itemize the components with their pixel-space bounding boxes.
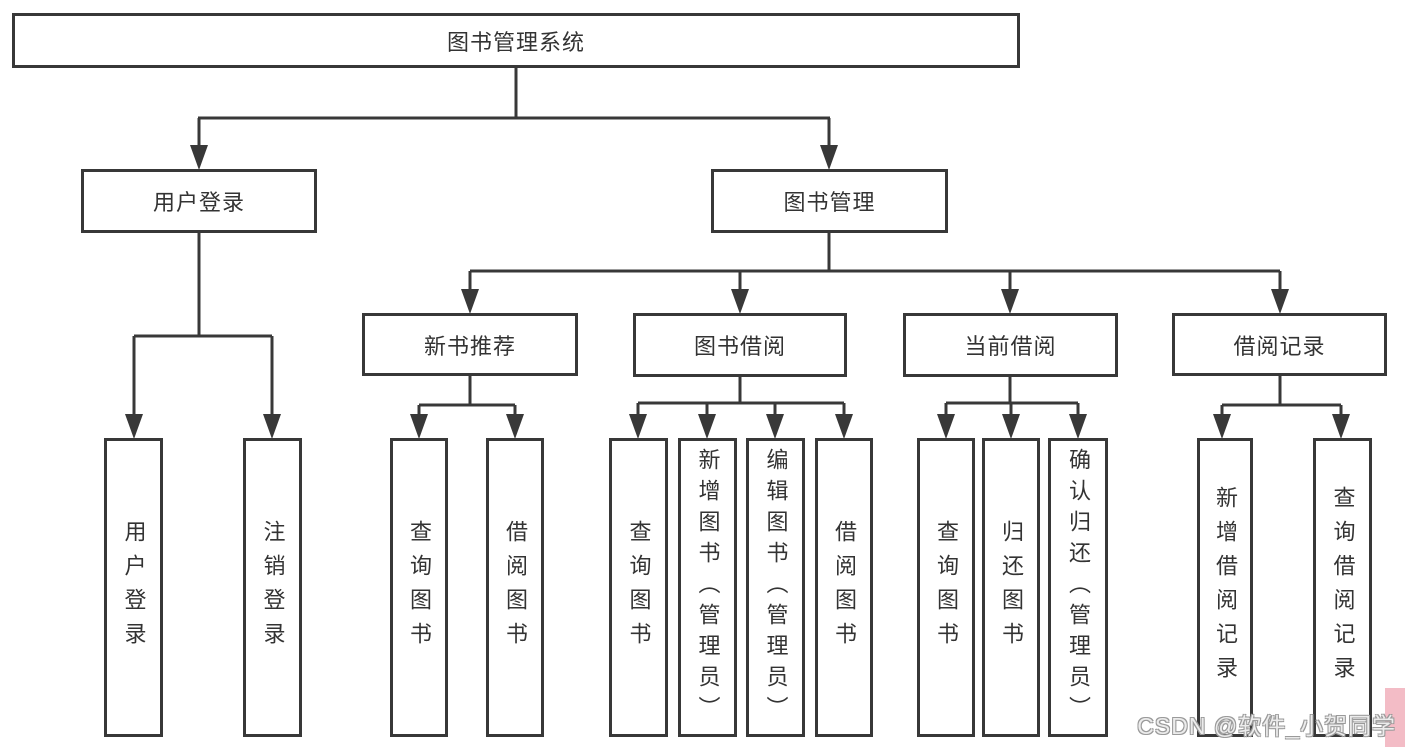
leaf-nb-borrow-books: 借阅图书 — [486, 438, 544, 737]
arrow-down-icon — [190, 145, 208, 170]
connector-borrow-records — [1220, 376, 1343, 415]
arrow-down-icon — [1069, 414, 1087, 439]
arrow-down-icon — [1001, 289, 1019, 314]
leaf-label: 查询图书 — [407, 519, 432, 656]
arrow-down-icon — [1332, 414, 1350, 439]
node-borrow-records: 借阅记录 — [1172, 313, 1387, 376]
leaf-label: 查询图书 — [934, 519, 959, 656]
connector-user-login — [132, 233, 274, 415]
arrow-down-icon — [629, 414, 647, 439]
arrow-down-icon — [410, 414, 428, 439]
leaf-bb-borrow-books: 借阅图书 — [815, 438, 873, 737]
arrow-down-icon — [731, 289, 749, 314]
arrow-down-icon — [506, 414, 524, 439]
node-label: 图书管理 — [783, 190, 876, 215]
leaf-br-query-record: 查询借阅记录 — [1313, 438, 1372, 737]
node-label: 图书借阅 — [693, 334, 786, 359]
node-book-management: 图书管理 — [711, 169, 948, 233]
leaf-label: 新增借阅记录 — [1213, 485, 1238, 690]
leaf-label: 查询借阅记录 — [1330, 485, 1356, 690]
arrow-down-icon — [263, 414, 281, 439]
arrow-down-icon — [461, 289, 479, 314]
arrow-down-icon — [937, 414, 955, 439]
leaf-label: 借阅图书 — [503, 519, 528, 656]
leaf-cb-return-books: 归还图书 — [982, 438, 1040, 737]
node-user-login: 用户登录 — [81, 169, 317, 233]
arrow-down-icon — [698, 414, 716, 439]
connector-current-borrow — [944, 377, 1080, 415]
arrow-down-icon — [1002, 414, 1020, 439]
watermark: CSDN @软件_小贺同学 — [1137, 713, 1396, 739]
arrow-down-icon — [766, 414, 784, 439]
leaf-user-login: 用户登录 — [104, 438, 163, 737]
leaf-cb-confirm-return-admin: 确认归还（管理员） — [1048, 438, 1108, 737]
node-root: 图书管理系统 — [12, 13, 1020, 68]
leaf-cb-query-books: 查询图书 — [917, 438, 975, 737]
watermark-accent — [1385, 688, 1405, 747]
arrow-down-icon — [1213, 414, 1231, 439]
node-new-book-recommend: 新书推荐 — [362, 313, 578, 376]
leaf-bb-query-books: 查询图书 — [609, 438, 668, 737]
leaf-label: 用户登录 — [121, 519, 147, 656]
leaf-label: 查询图书 — [626, 519, 652, 656]
leaf-label: 确认归还（管理员） — [1066, 448, 1091, 727]
leaf-bb-add-books-admin: 新增图书（管理员） — [678, 438, 737, 737]
arrow-down-icon — [820, 145, 838, 170]
leaf-label: 归还图书 — [999, 519, 1024, 656]
leaf-bb-edit-books-admin: 编辑图书（管理员） — [746, 438, 805, 737]
connector-book-borrow — [636, 377, 846, 415]
connector-root — [197, 68, 831, 146]
arrow-down-icon — [835, 414, 853, 439]
node-current-borrow: 当前借阅 — [903, 313, 1118, 377]
connector-new-book — [417, 376, 517, 415]
leaf-label: 新增图书（管理员） — [695, 448, 721, 727]
connector-book-management — [468, 233, 1282, 290]
arrow-down-icon — [125, 414, 143, 439]
node-label: 新书推荐 — [423, 333, 516, 359]
node-label: 当前借阅 — [964, 334, 1057, 359]
leaf-nb-query-books: 查询图书 — [390, 438, 448, 737]
node-book-borrow: 图书借阅 — [633, 313, 847, 377]
node-label: 借阅记录 — [1233, 333, 1326, 359]
leaf-br-add-record: 新增借阅记录 — [1197, 438, 1253, 737]
node-label: 图书管理系统 — [446, 29, 585, 55]
arrow-down-icon — [1271, 289, 1289, 314]
leaf-label: 注销登录 — [260, 519, 286, 656]
node-label: 用户登录 — [152, 190, 245, 215]
leaf-label: 借阅图书 — [832, 519, 857, 656]
leaf-label: 编辑图书（管理员） — [763, 448, 789, 727]
leaf-logout: 注销登录 — [243, 438, 302, 737]
